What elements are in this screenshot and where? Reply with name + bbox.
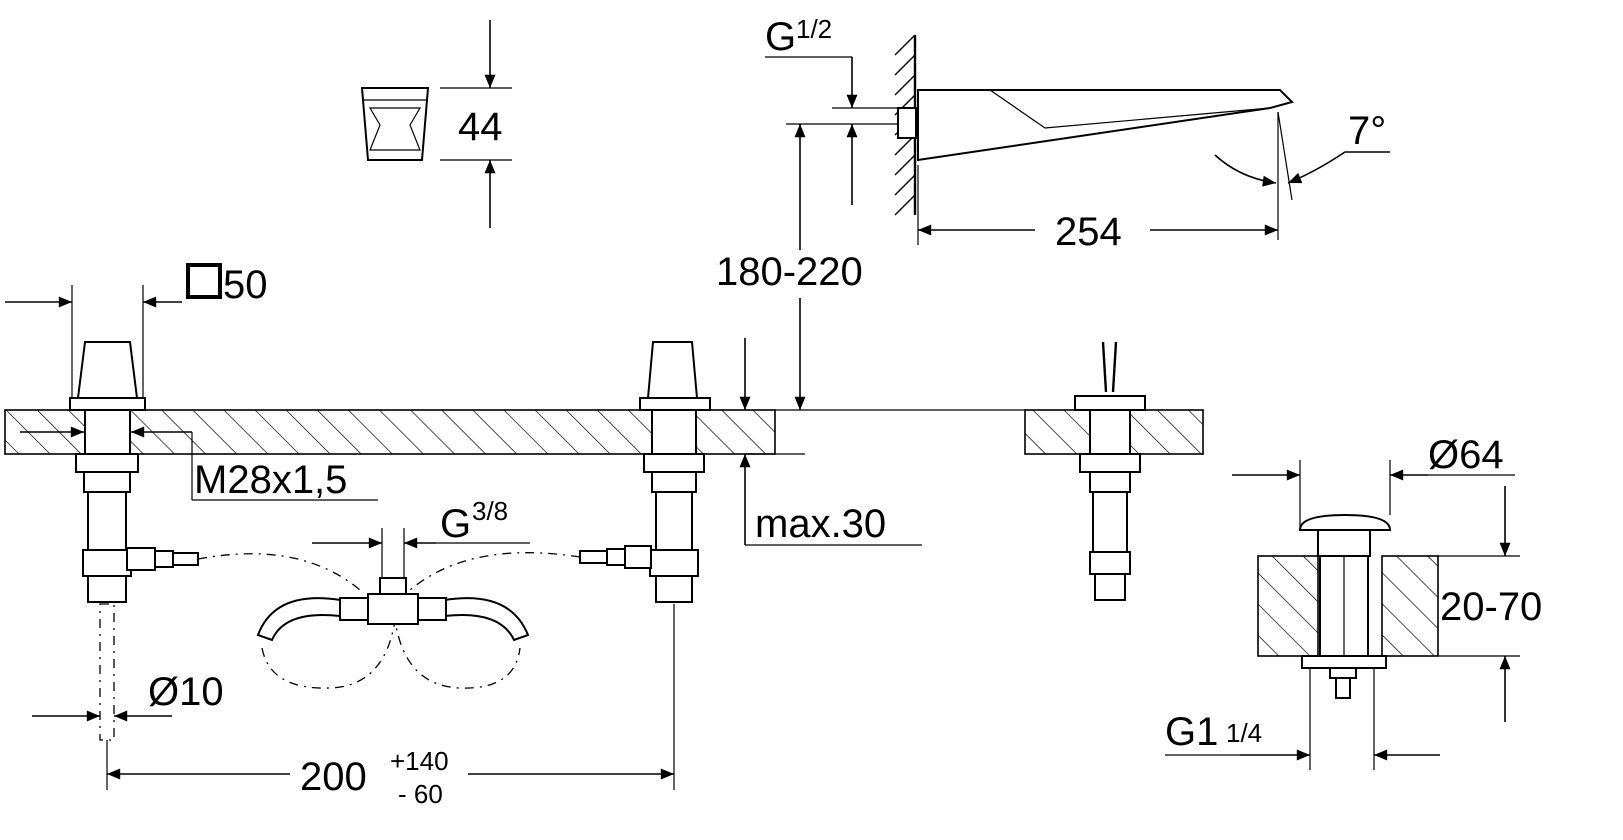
right-valve	[579, 341, 711, 790]
spout-detail: G 1/2 7° 254 180-220	[716, 14, 1390, 410]
dim-tee-connection: G	[440, 502, 471, 546]
spout-body	[917, 89, 1294, 162]
waste-deck-left	[1257, 555, 1319, 657]
dim-thread: M28x1,5	[194, 458, 347, 502]
waste-detail: Ø64 20-70 G1 1/4	[1165, 433, 1542, 770]
dim-spout-connection: G	[765, 15, 796, 59]
deck-section: max.30	[4, 338, 1204, 546]
dim-wall-height: 180-220	[716, 250, 863, 294]
dim-centre-distance: 200	[300, 755, 367, 799]
dim-spout-connection-frac: 1/2	[796, 14, 832, 44]
dim-waste-cap-diameter: Ø64	[1428, 433, 1504, 477]
dim-waste-thread-frac: 1/4	[1226, 718, 1262, 748]
dim-tee-connection-frac: 3/8	[472, 496, 508, 526]
dim-spout-angle: 7°	[1348, 109, 1386, 153]
tee-body	[367, 593, 419, 625]
dim-spout-length: 254	[1055, 210, 1122, 254]
tee-hose-assembly: G 3/8	[197, 496, 581, 689]
dim-waste-thread: G1	[1165, 710, 1218, 754]
handle-detail: 44	[360, 20, 512, 228]
left-handle	[76, 341, 139, 399]
waste-cap	[1298, 513, 1392, 531]
spout-connector	[897, 107, 917, 139]
waste-deck-right	[1381, 555, 1439, 657]
centre-distance-dim: 200 +140 - 60	[106, 740, 674, 809]
spout-base	[1074, 341, 1146, 601]
dim-centre-tol-minus: - 60	[398, 779, 443, 809]
dim-handle-height: 44	[458, 105, 503, 149]
handle-detail-body	[360, 87, 430, 161]
hose-right	[444, 597, 530, 642]
left-valve: 50 M28x1,5 Ø10	[5, 263, 378, 741]
dim-hose-diameter: Ø10	[148, 670, 224, 714]
right-handle	[646, 341, 699, 399]
hose-left	[256, 597, 341, 642]
dim-deck-thickness: max.30	[755, 502, 886, 546]
dim-centre-tol-plus: +140	[390, 746, 449, 776]
dim-handle-square: 50	[223, 263, 268, 307]
dim-waste-thickness: 20-70	[1440, 585, 1542, 629]
